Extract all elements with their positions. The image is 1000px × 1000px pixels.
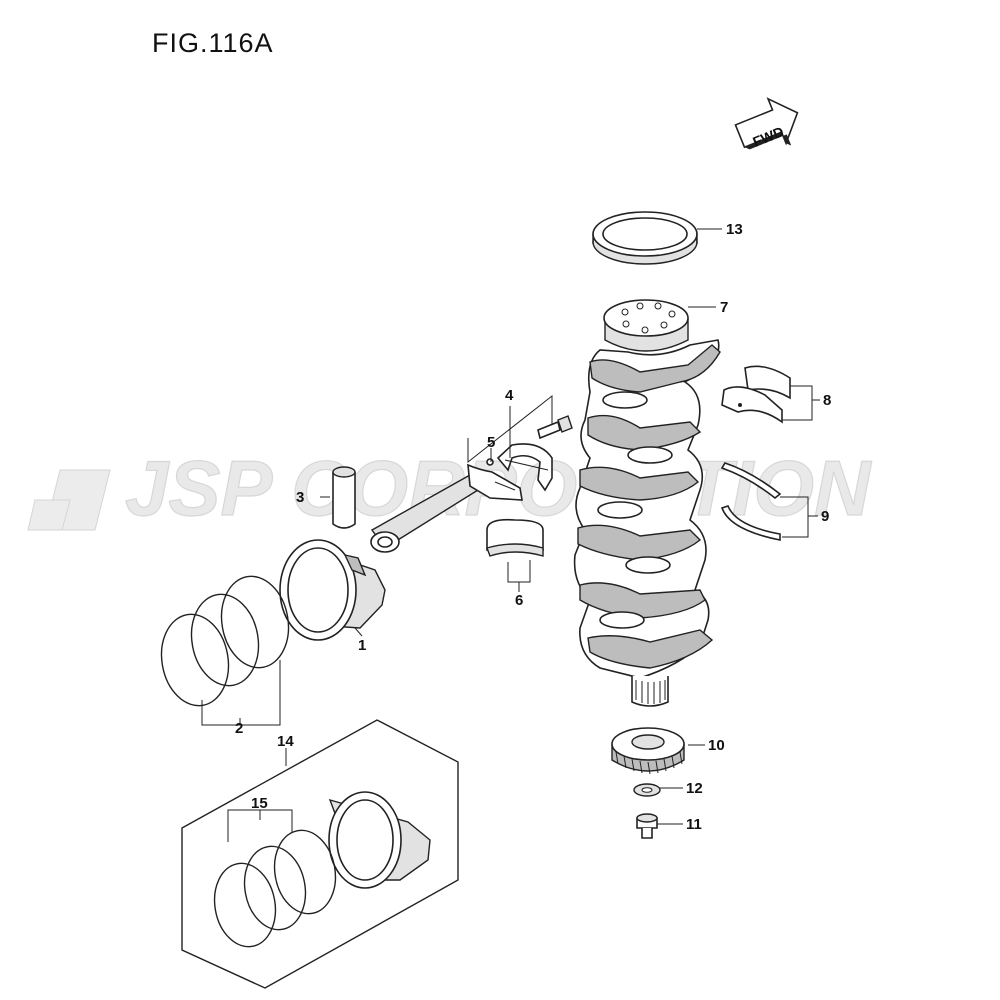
callout-15: 15 <box>251 795 268 812</box>
connecting-rod <box>370 463 523 553</box>
piston-ring-set <box>213 829 337 948</box>
callout-9: 9 <box>821 508 829 525</box>
callout-11: 11 <box>686 816 702 833</box>
washer <box>633 783 661 797</box>
crankshaft <box>573 299 721 707</box>
forward-arrow-icon <box>734 97 799 150</box>
watermark-logo-icon <box>27 469 111 531</box>
fwd-arrow: FWD <box>734 97 799 150</box>
callout-14: 14 <box>277 733 294 750</box>
piston-rings <box>160 575 290 707</box>
thrust-washer <box>720 462 782 541</box>
rod-bearing <box>486 518 544 557</box>
callout-6: 6 <box>515 592 523 609</box>
main-bearing-upper <box>721 365 791 424</box>
callout-1: 1 <box>358 637 366 654</box>
piston-set-box <box>181 719 459 989</box>
callout-13: 13 <box>726 221 743 238</box>
callout-10: 10 <box>708 737 725 754</box>
figure-title: FIG.116A <box>152 28 274 58</box>
callout-7: 7 <box>720 299 728 316</box>
piston-pin <box>332 466 356 529</box>
rod-bolt <box>537 415 573 440</box>
leader-lines <box>201 228 820 842</box>
callout-12: 12 <box>686 780 703 797</box>
callout-labels: 13 7 8 9 10 12 11 4 5 6 3 1 2 14 15 <box>235 221 831 833</box>
callout-4: 4 <box>505 387 514 404</box>
callout-3: 3 <box>296 489 304 506</box>
callout-8: 8 <box>823 392 831 409</box>
crank-bolt <box>636 813 658 839</box>
callout-5: 5 <box>487 434 495 451</box>
piston <box>279 539 386 641</box>
piston-set <box>328 791 431 889</box>
callout-2: 2 <box>235 720 243 737</box>
rod-cap <box>496 443 553 492</box>
crank-gear <box>611 727 685 775</box>
oil-seal <box>592 211 698 265</box>
bearing-dowel <box>486 458 494 466</box>
